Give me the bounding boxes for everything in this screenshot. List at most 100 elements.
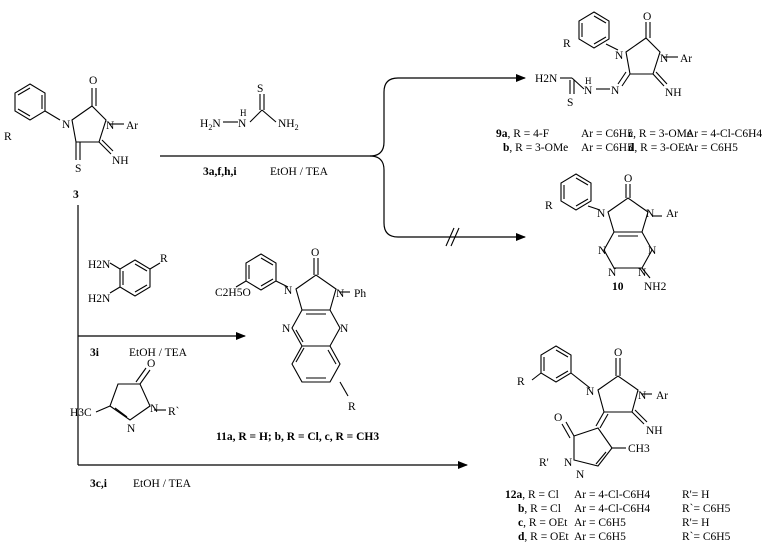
thiosemicarbazide-sulfur: S — [257, 83, 263, 95]
thiosemicarbazide-h: H — [240, 108, 247, 118]
thiosemicarbazide-structure — [223, 94, 277, 123]
product-11-ethoxy: C2H5O — [215, 287, 251, 299]
product-10-oxygen: O — [624, 173, 632, 185]
diamine-r-label: R — [160, 253, 168, 265]
product-12-legend-c-r: , R = OEt — [523, 517, 568, 529]
product-10-ring-n3: N — [608, 267, 617, 279]
product-12-pyrazole-n2: N — [576, 469, 585, 481]
product-9-ar-label: Ar — [680, 53, 692, 65]
diamine-h2n-top: H2N — [88, 259, 111, 271]
product-12-legend-c-rp: R'= H — [682, 517, 709, 529]
product-10-ring-n4: N — [638, 267, 647, 279]
blocked-mark-1 — [445, 227, 455, 247]
product-12-legend-c: c, R = OEt — [518, 517, 568, 529]
product-11-oxygen: O — [311, 247, 319, 259]
product-11-nitrogen-1: N — [284, 285, 293, 297]
product-10-nitrogen-2: N — [646, 208, 655, 220]
product-9-nitrogen-1: N — [615, 50, 624, 62]
product-12-structure — [531, 345, 652, 467]
compound-3-imino: NH — [112, 155, 129, 167]
product-12-legend-b-id: b — [518, 503, 524, 515]
product-9-legend-a-r: , R = 4-F — [508, 128, 550, 140]
product-10-label: 10 — [612, 281, 624, 293]
product-10-r-label: R — [545, 200, 553, 212]
product-12-legend-a-r: , R = Cl — [522, 489, 559, 501]
pyrazolone-oxygen: O — [147, 358, 155, 370]
product-10-ar-label: Ar — [666, 208, 678, 220]
pyrazolone-structure — [95, 367, 166, 421]
diamine-h2n-bottom: H2N — [88, 293, 111, 305]
product-9-legend-b-r: , R = 3-OMe — [509, 142, 568, 154]
product-11-ring-n1: N — [282, 323, 291, 335]
arrow-to-product-10 — [369, 155, 526, 241]
product-9-legend-c-r: , R = 3-OMe — [633, 128, 692, 140]
step2-compound-label: 3i — [90, 347, 100, 359]
pyrazolone-r-prime: R` — [168, 406, 180, 418]
pyrazolone-methyl: H3C — [70, 407, 92, 419]
product-12-methyl: CH3 — [628, 443, 650, 455]
product-11-structure — [235, 253, 350, 397]
pyrazolone-nitrogen-2: N — [150, 403, 159, 415]
step1-compound-label: 3a,f,h,i — [203, 166, 237, 178]
product-12-legend-d-r: , R = OEt — [524, 531, 569, 543]
product-12-legend-d: d, R = OEt — [518, 531, 569, 543]
product-12-legend-c-ar: Ar = C6H5 — [574, 517, 626, 529]
product-12-legend-b: b, R = Cl — [518, 503, 561, 515]
product-10-ring-n1: N — [598, 245, 607, 257]
compound-3-sulfur: S — [75, 163, 81, 175]
product-12-r-prime: R' — [539, 457, 549, 469]
step2-conditions: EtOH / TEA — [129, 347, 188, 359]
product-12-legend-d-ar: Ar = C6H5 — [574, 531, 626, 543]
product-9-legend-b: b, R = 3-OMe — [503, 142, 568, 154]
arrow-to-product-9 — [369, 74, 526, 157]
thiosemicarbazide-h2n: H2N — [200, 118, 221, 132]
product-12-nitrogen-2: N — [638, 390, 647, 402]
product-12-ar-label: Ar — [656, 390, 668, 402]
product-9-h2n: H2N — [535, 73, 558, 85]
product-12-legend-b-r: , R = Cl — [524, 503, 561, 515]
step3-conditions: EtOH / TEA — [133, 478, 192, 490]
product-9-legend-b-ar: Ar = C6H5 — [581, 142, 633, 154]
product-9-legend-c-id: c — [628, 128, 633, 140]
product-12-legend-b-ar: Ar = 4-Cl-C6H4 — [574, 503, 650, 515]
compound-3-oxygen: O — [89, 75, 97, 87]
compound-3-nitrogen-2: N — [106, 120, 115, 132]
compound-3-nitrogen-1: N — [62, 119, 71, 131]
compound-3-structure — [14, 83, 124, 160]
product-9-r-label: R — [563, 38, 571, 50]
thiosemicarbazide-h2n-n: N — [212, 118, 221, 130]
product-9-legend-a-id: 9a — [496, 128, 508, 140]
product-12-oxygen-2: O — [554, 412, 562, 424]
product-12-oxygen-1: O — [614, 347, 622, 359]
product-9-hydrazone-h: H — [585, 76, 592, 86]
product-10-structure — [560, 173, 662, 279]
product-9-legend-a: 9a, R = 4-F — [496, 128, 549, 140]
product-9-oxygen: O — [643, 11, 651, 23]
product-12-r-label: R — [517, 376, 525, 388]
product-12-legend-a-rp: R'= H — [682, 489, 709, 501]
compound-3-ar-label: Ar — [126, 120, 138, 132]
product-9-legend-d: d, R = 3-OEt — [628, 142, 689, 154]
pyrazolone-nitrogen: N — [127, 423, 136, 435]
thiosemicarbazide-nh: N — [238, 118, 247, 130]
product-10-nh2: NH2 — [644, 281, 667, 293]
product-12-imino: NH — [646, 425, 663, 437]
thiosemicarbazide-h2n-h: H — [200, 118, 208, 130]
product-9-structure — [560, 11, 678, 94]
product-12-legend-c-id: c — [518, 517, 523, 529]
product-9-legend-a-ar: Ar = C6H5 — [581, 128, 633, 140]
product-10-nitrogen-1: N — [597, 208, 606, 220]
compound-3-r-label: R — [4, 131, 12, 143]
thiosemicarbazide-nh2-subscript: 2 — [295, 123, 299, 132]
product-9-legend-d-r: , R = 3-OEt — [634, 142, 689, 154]
diamine-structure — [109, 259, 161, 297]
product-9-sulfur: S — [567, 97, 573, 109]
product-12-legend-a-id: 12a — [505, 489, 523, 501]
product-9-legend-c-ar: Ar = 4-Cl-C6H4 — [686, 128, 762, 140]
thiosemicarbazide-nh2-nh: NH — [278, 118, 295, 130]
product-11-ring-n2: N — [340, 323, 349, 335]
product-9-imino: NH — [665, 87, 682, 99]
product-9-nitrogen-2: N — [660, 53, 669, 65]
product-11-r-label: R — [348, 401, 356, 413]
compound-3-label: 3 — [73, 189, 79, 201]
